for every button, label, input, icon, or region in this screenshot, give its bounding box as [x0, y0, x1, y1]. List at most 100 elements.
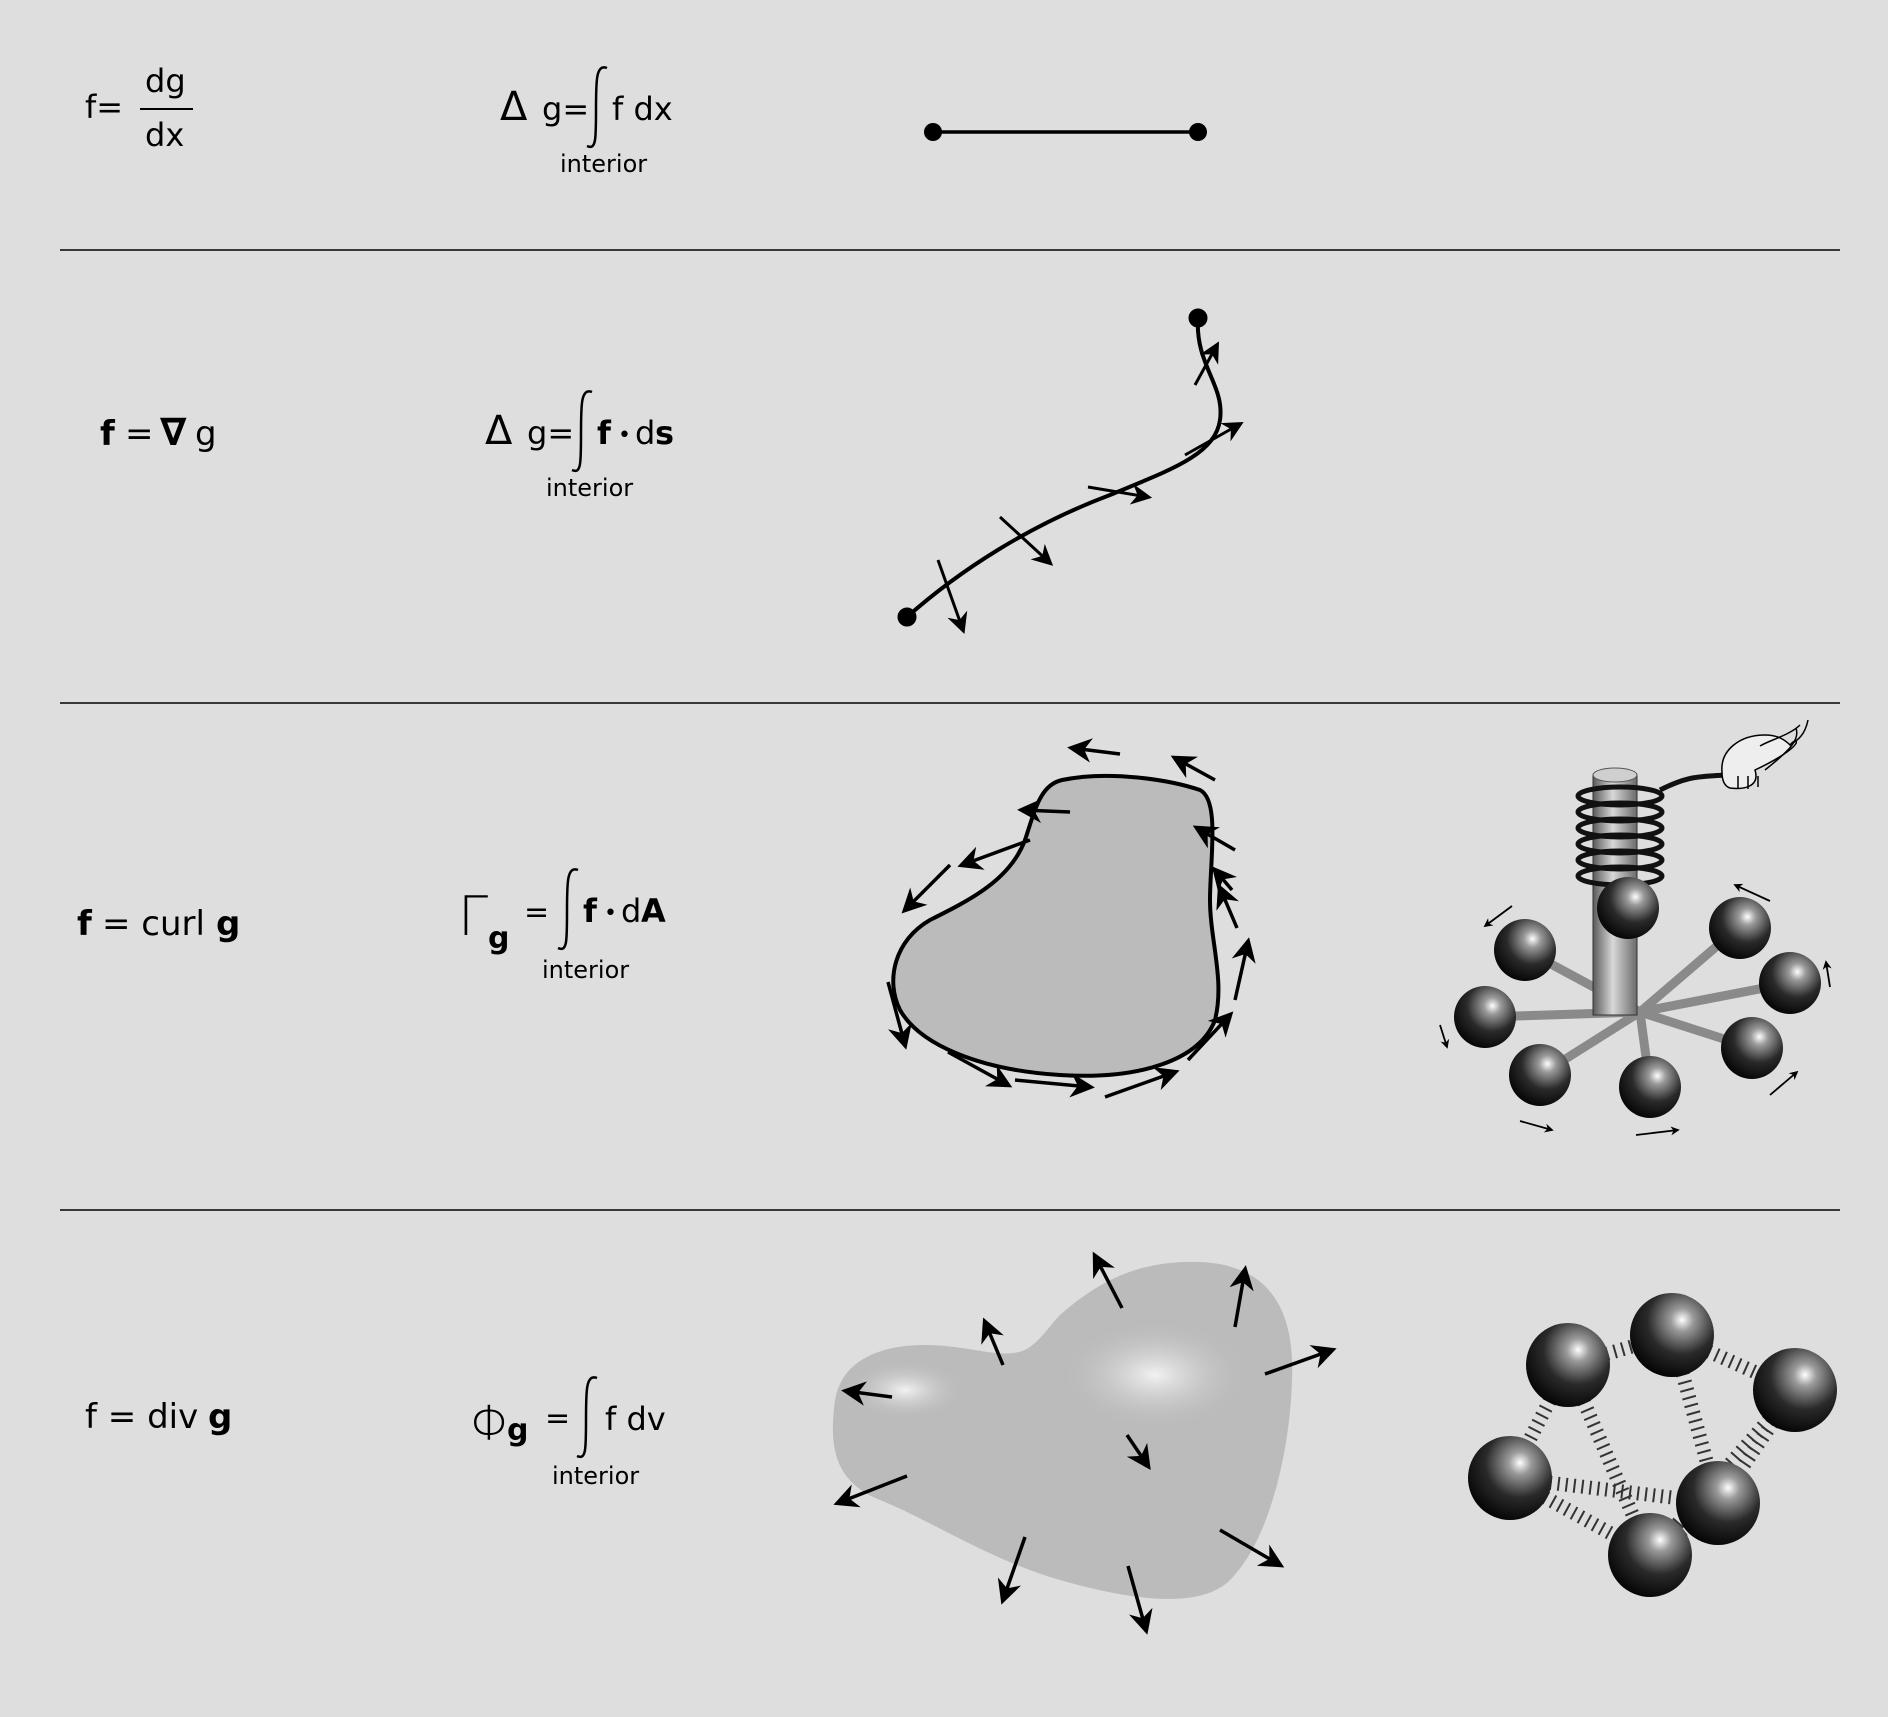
nabla-symbol: ∇	[160, 410, 187, 454]
curl-formula: f = curl g	[77, 904, 240, 944]
path-curve	[905, 317, 1223, 619]
flux-vector	[1219, 1528, 1285, 1568]
source-highlight	[1060, 1320, 1250, 1430]
segment-endpoint-b	[1189, 123, 1207, 141]
tangent-vector	[1231, 937, 1256, 1001]
integrand: f dx	[612, 90, 673, 128]
row-divergence: f = div g Φ g = f dv interior	[85, 1251, 1837, 1635]
formula-eq-curl: = curl	[102, 904, 205, 944]
row-curl: f = curl g Γ g = f • d A interior	[77, 719, 1832, 1136]
tangent-vector	[901, 863, 952, 914]
row-derivative: f= dg dx Δ g= f dx interior	[85, 62, 1207, 178]
paddle-ball	[1709, 897, 1771, 959]
formula-lhs: f=	[85, 88, 123, 126]
integrand-dot: •	[618, 423, 631, 448]
tangent-vector	[1104, 1067, 1180, 1099]
formula-f: f	[77, 904, 93, 944]
integrand-A: A	[641, 892, 666, 930]
flux-vector	[833, 1474, 908, 1508]
integral-sign	[576, 1376, 598, 1459]
gradient-theorem-integral: Δ g= f • d s interior	[485, 390, 674, 502]
source-highlight	[845, 1360, 965, 1420]
tangent-vector	[957, 838, 1031, 870]
integrand-d: d	[635, 414, 655, 452]
lattice-ball	[1526, 1323, 1610, 1407]
flux-vector	[841, 1381, 893, 1406]
rotation-arrow	[1769, 1070, 1799, 1096]
rotation-arrow	[1483, 905, 1513, 928]
rotation-arrow	[1519, 1120, 1554, 1133]
field-vector	[936, 559, 968, 634]
lattice-ball	[1608, 1513, 1692, 1597]
field-vector	[1193, 341, 1220, 386]
row-gradient: f = ∇ g Δ g= f • d s interior	[100, 308, 1244, 634]
tangent-vector	[1192, 825, 1236, 852]
spring	[1509, 1471, 1719, 1510]
tangent-vector	[1170, 755, 1216, 782]
lattice-ball	[1630, 1293, 1714, 1377]
formula-f: f	[100, 414, 116, 454]
rotation-arrow	[1439, 1024, 1450, 1049]
rotation-arrow	[1733, 883, 1771, 902]
integrand-d: d	[621, 892, 641, 930]
integral-subscript: interior	[552, 1462, 639, 1490]
segment-endpoint-a	[924, 123, 942, 141]
integral-sign	[571, 390, 593, 473]
field-vector	[998, 515, 1054, 566]
flux-vector	[1229, 1265, 1254, 1328]
curve-start-point	[897, 607, 917, 627]
integral-sign	[557, 868, 579, 951]
integral-lhs: g=	[542, 90, 589, 128]
stokes-integral: Γ g = f • d A interior	[458, 868, 666, 984]
paddle-ball	[1494, 919, 1556, 981]
divergence-formula: f = div g	[85, 1397, 232, 1437]
gradient-formula: f = ∇ g	[100, 410, 217, 454]
integrand: f dv	[605, 1400, 666, 1438]
integrand-dot: •	[604, 901, 617, 926]
tangent-vector	[1017, 798, 1071, 824]
rotation-arrow	[1822, 960, 1832, 988]
lattice-ball	[1676, 1461, 1760, 1545]
integral-eq: =	[524, 895, 549, 930]
tangent-vector	[886, 981, 912, 1050]
integral-subscript: interior	[546, 474, 633, 502]
integrand-s: s	[655, 414, 674, 452]
integrand-f: f	[583, 892, 598, 930]
formula-g: g	[208, 1397, 232, 1437]
hand-icon	[1721, 719, 1809, 790]
tangent-vector	[1067, 738, 1121, 763]
integral-sign	[586, 66, 608, 149]
integral-lhs: g=	[527, 414, 574, 452]
flux-symbol: Φ	[470, 1396, 511, 1452]
flux-vector	[1092, 1251, 1124, 1309]
paddle-ball	[1619, 1056, 1681, 1118]
flux-vector	[981, 1317, 1005, 1366]
paddle-ball	[1509, 1044, 1571, 1106]
curve-with-vectors-figure	[897, 308, 1244, 634]
flux-vector	[1125, 1434, 1151, 1471]
flux-sub: g	[507, 1413, 528, 1448]
lattice-ball	[1753, 1348, 1837, 1432]
tangent-vector	[1186, 1011, 1234, 1062]
circulation-region-figure	[886, 738, 1256, 1099]
formula-denominator: dx	[145, 116, 184, 154]
formula-lhs: f = div	[85, 1397, 198, 1437]
formula-numerator: dg	[145, 62, 186, 100]
delta-symbol: Δ	[500, 84, 528, 130]
integral-subscript: interior	[542, 956, 629, 984]
flux-vector	[1264, 1345, 1337, 1376]
derivative-formula: f= dg dx	[85, 62, 193, 154]
divergence-theorem-integral: Φ g = f dv interior	[470, 1376, 666, 1490]
formula-eq: =	[125, 414, 154, 454]
spring-lattice-illustration	[1468, 1293, 1837, 1597]
tangent-vector	[1216, 883, 1239, 929]
circulation-symbol: Γ	[458, 885, 488, 948]
circulation-sub: g	[488, 921, 509, 956]
flux-vector	[1126, 1565, 1153, 1635]
delta-symbol: Δ	[485, 408, 513, 454]
formula-g: g	[195, 414, 217, 454]
integral-subscript: interior	[560, 150, 647, 178]
flux-vector	[997, 1536, 1027, 1605]
fundamental-theorem-integral: Δ g= f dx interior	[500, 66, 673, 178]
